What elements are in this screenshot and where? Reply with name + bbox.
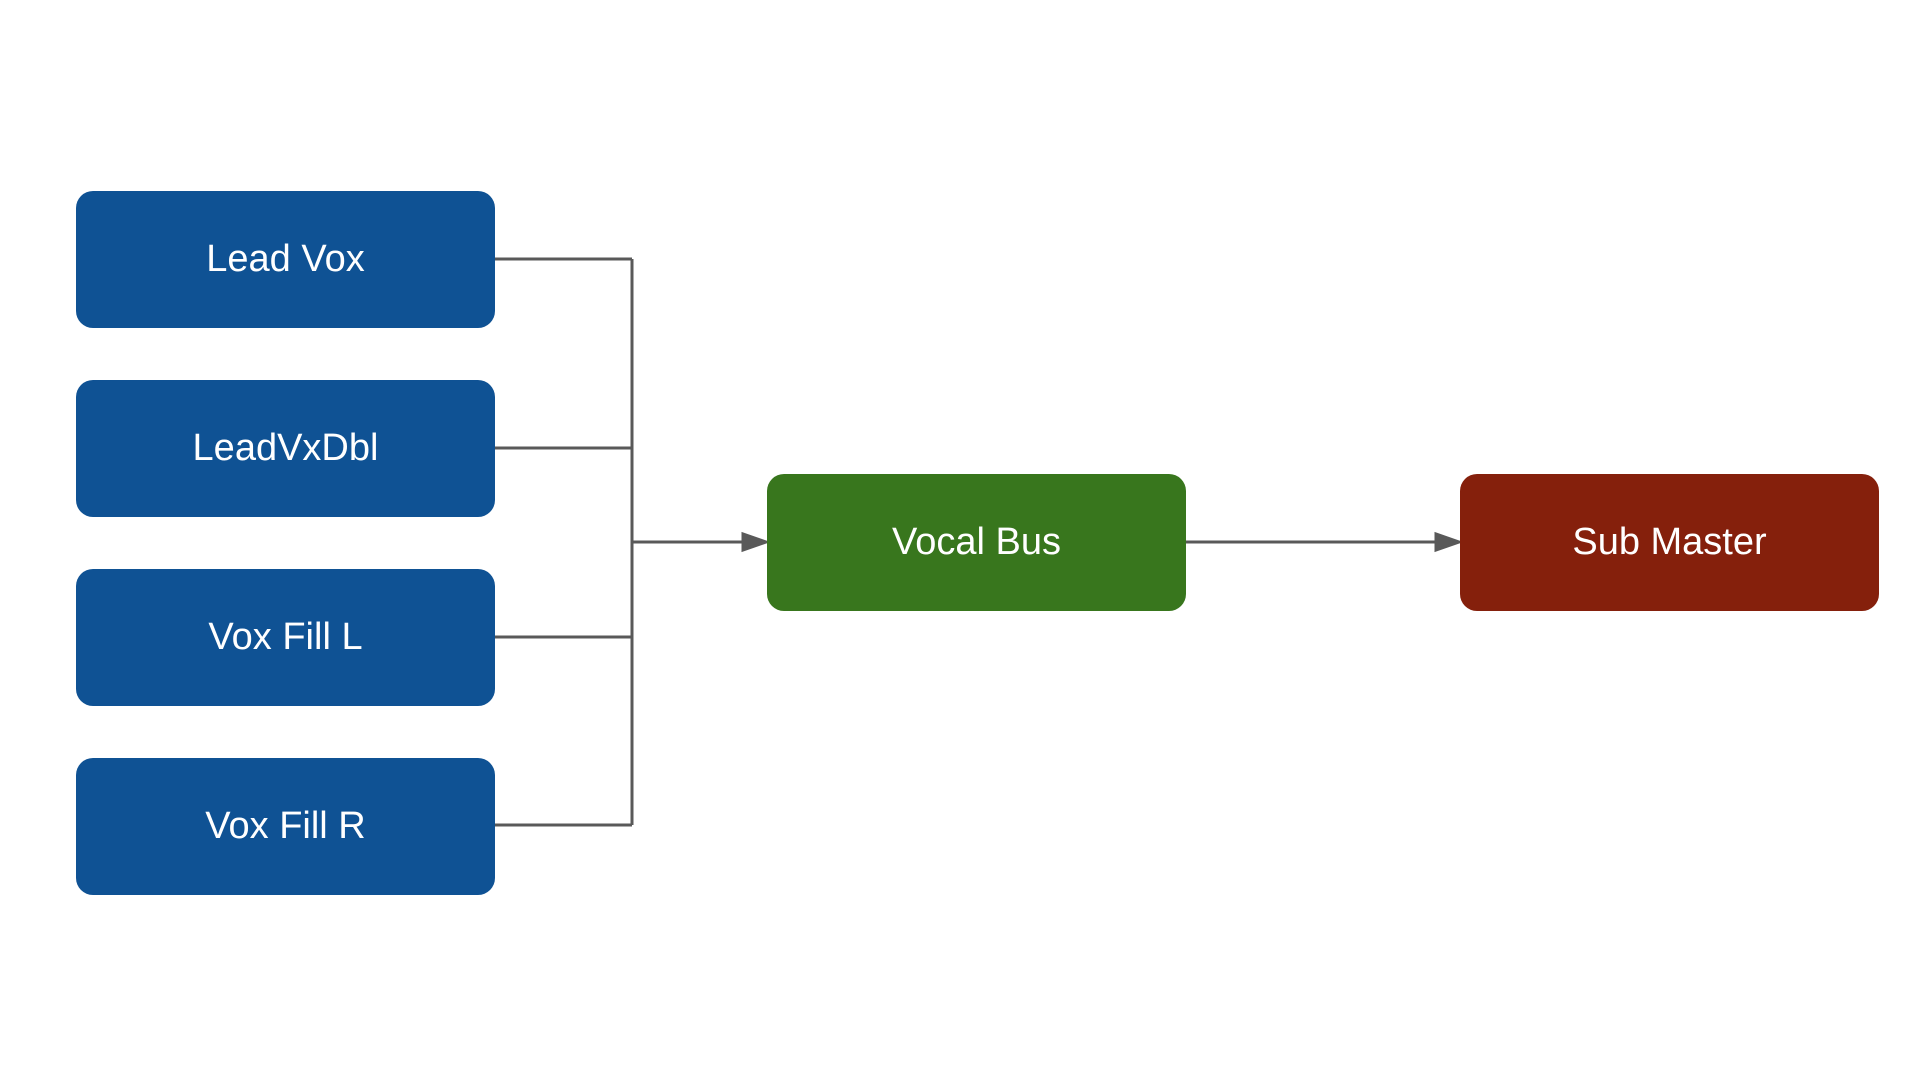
- node-label: Vox Fill R: [205, 805, 366, 847]
- node-label: Lead Vox: [206, 238, 365, 280]
- node-vocal-bus: Vocal Bus: [767, 474, 1186, 611]
- node-leadvxdbl: LeadVxDbl: [76, 380, 495, 517]
- arrow-head-to-sub-master: [1434, 531, 1464, 553]
- node-vox-fill-l: Vox Fill L: [76, 569, 495, 706]
- node-label: LeadVxDbl: [192, 427, 379, 469]
- node-label: Vox Fill L: [208, 616, 363, 658]
- node-sub-master: Sub Master: [1460, 474, 1879, 611]
- node-vox-fill-r: Vox Fill R: [76, 758, 495, 895]
- node-label: Sub Master: [1572, 521, 1767, 563]
- node-lead-vox: Lead Vox: [76, 191, 495, 328]
- node-label: Vocal Bus: [892, 521, 1061, 563]
- arrow-head-to-vocal-bus: [741, 531, 771, 553]
